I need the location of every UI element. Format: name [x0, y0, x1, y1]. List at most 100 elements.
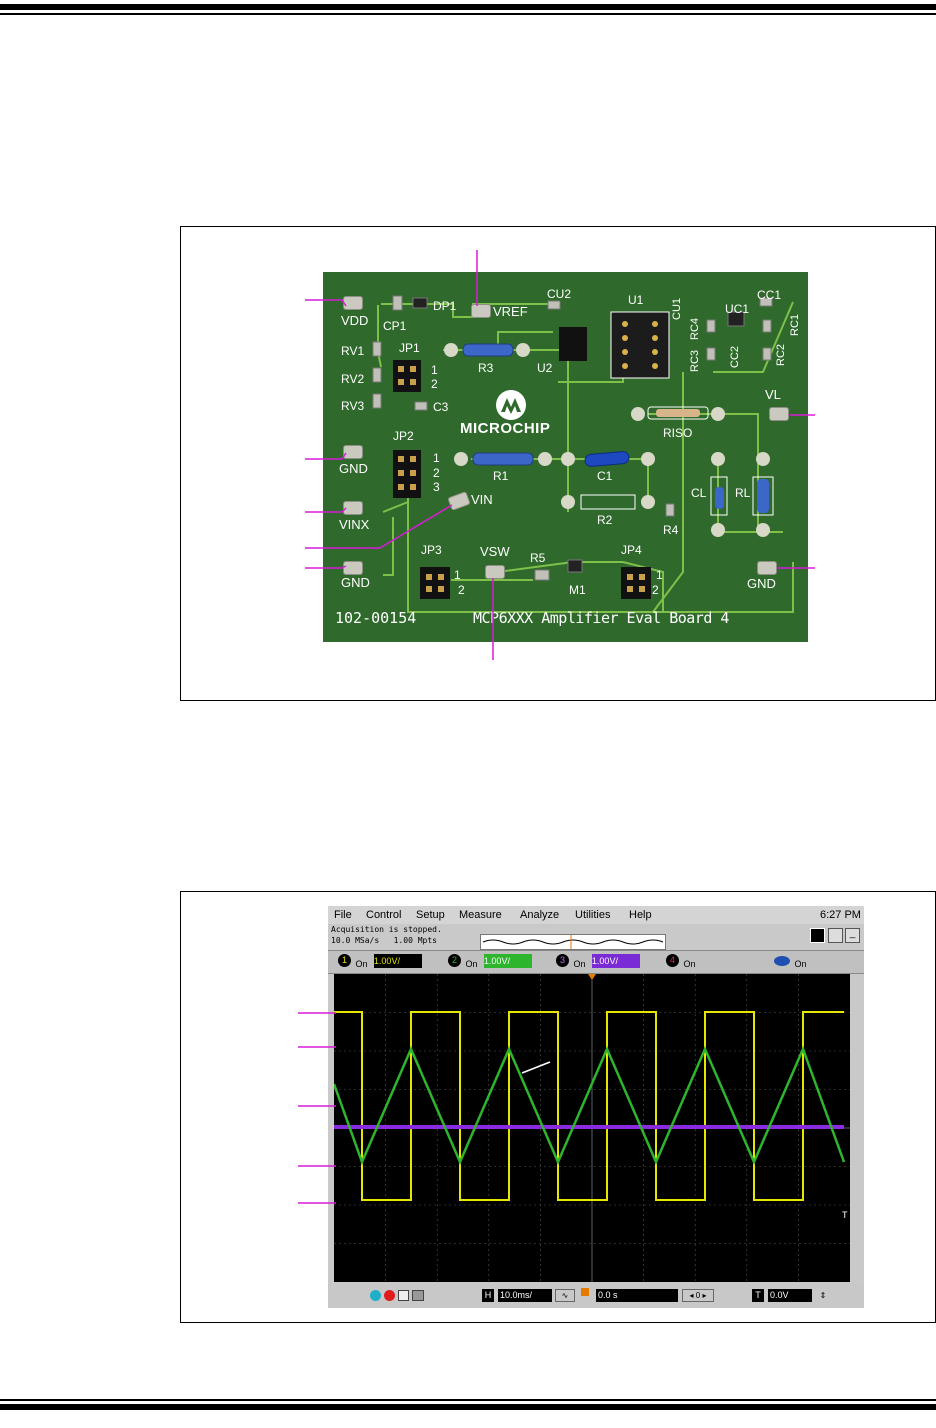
stop-icon[interactable] [384, 1290, 395, 1301]
silk-u1: U1 [628, 293, 644, 307]
silk-cp1: CP1 [383, 319, 407, 333]
run-indicator-icon[interactable] [810, 928, 825, 943]
vl-pad [769, 407, 789, 421]
channel-3-on: On [573, 959, 586, 969]
channel-1-badge: 1 [338, 954, 351, 967]
silk-jp2-3: 3 [433, 480, 440, 494]
silk-vl: VL [765, 387, 781, 402]
menu-analyze[interactable]: Analyze [520, 909, 560, 921]
channel-1-control[interactable]: 1 On 1.00V/ [338, 954, 422, 972]
math-control[interactable]: On [774, 954, 806, 972]
silk-jp1-1: 1 [431, 363, 438, 377]
silk-jp2: JP2 [393, 429, 414, 443]
menu-utilities[interactable]: Utilities [575, 909, 611, 921]
channel-2-scale[interactable]: 1.00V/ [483, 954, 532, 968]
silk-u2: U2 [537, 361, 553, 375]
eye-icon [774, 956, 790, 966]
silk-r3: R3 [478, 361, 494, 375]
channel-4-on: On [683, 959, 696, 969]
silk-part-number: 102-00154 [335, 609, 417, 627]
channel-bar: 1 On 1.00V/ 2 On 1.00V/ 3 On 1.00V/ 4 On… [328, 950, 864, 974]
silk-cu2: CU2 [547, 287, 572, 301]
channel-2-control[interactable]: 2 On 1.00V/ [448, 954, 532, 972]
silk-vin: VIN [471, 492, 493, 507]
scope-menu-bar: File Control Setup Measure Analyze Utili… [328, 906, 864, 924]
channel-1-scale[interactable]: 1.00V/ [373, 954, 422, 968]
trigger-icon: T [752, 1289, 764, 1302]
channel-1-square-wave [334, 1011, 844, 1201]
menu-setup[interactable]: Setup [416, 909, 445, 921]
silk-c3: C3 [433, 400, 449, 414]
channel-3-scale[interactable]: 1.00V/ [591, 954, 640, 968]
delay-field[interactable]: 0.0 s [596, 1289, 678, 1302]
silk-c1: C1 [597, 469, 613, 483]
silk-jp4-1: 1 [656, 568, 663, 582]
silk-rl: RL [735, 486, 751, 500]
channel-4-control[interactable]: 4 On [666, 954, 695, 972]
delay-arrows[interactable]: ◂ 0 ▸ [682, 1289, 714, 1302]
bottom-rule-thin [0, 1399, 936, 1401]
menu-help[interactable]: Help [629, 909, 652, 921]
trigger-level-marker: T [842, 1210, 848, 1220]
silk-rv3: RV3 [341, 399, 365, 413]
math-on: On [794, 959, 807, 969]
silk-jp3: JP3 [421, 543, 442, 557]
timebase-field[interactable]: 10.0ms/ [498, 1289, 552, 1302]
silk-m1: M1 [569, 583, 586, 597]
silk-riso: RISO [663, 426, 693, 440]
silk-jp1: JP1 [399, 341, 420, 355]
silk-dp1: DP1 [433, 299, 457, 313]
clear-display-icon[interactable] [370, 1290, 381, 1301]
silk-board-name: MCP6XXX Amplifier Eval Board 4 [473, 609, 729, 627]
silk-jp3-2: 2 [458, 583, 465, 597]
status-line-2: 10.0 MSa/s 1.00 Mpts [331, 936, 437, 945]
gnd-br-pad [757, 561, 777, 575]
silk-vsw: VSW [480, 544, 510, 559]
waveform-screen: T [334, 974, 850, 1282]
minimize-icon[interactable]: _ [845, 928, 860, 943]
trigger-level-field[interactable]: 0.0V [768, 1289, 812, 1302]
silk-jp4: JP4 [621, 543, 642, 557]
print-icon[interactable] [412, 1290, 424, 1301]
silk-r5: R5 [530, 551, 546, 565]
waveform-overview [480, 934, 666, 950]
bottom-toolbar: H 10.0ms/ ∿ 0.0 s ◂ 0 ▸ T 0.0V ⇕ [328, 1284, 864, 1308]
silk-logo: MICROCHIP [460, 420, 551, 437]
annotation-pointer [521, 1061, 551, 1074]
silk-cc1: CC1 [757, 288, 782, 302]
eval-board-photo: VDD CP1 DP1 VREF CU2 U1 CC1 UC1 CU1 RC4 … [323, 272, 808, 642]
channel-4-badge: 4 [666, 954, 679, 967]
trigger-marker-top [588, 974, 596, 980]
board-traces [372, 295, 794, 613]
channel-3-control[interactable]: 3 On 1.00V/ [556, 954, 640, 972]
bottom-rule-thick [0, 1404, 936, 1410]
gnd-left-pad [343, 445, 363, 459]
silk-jp2-2: 2 [433, 466, 440, 480]
channel-2-on: On [465, 959, 478, 969]
silk-vdd: VDD [341, 313, 369, 328]
channel-2-triangle-wave [334, 1045, 846, 1166]
menu-measure[interactable]: Measure [459, 909, 502, 921]
trigger-spin-icon[interactable]: ⇕ [819, 1291, 827, 1300]
vsw-pad [485, 565, 505, 579]
save-icon[interactable] [398, 1290, 409, 1301]
silk-gnd-bl: GND [341, 575, 370, 590]
oscilloscope-screenshot: File Control Setup Measure Analyze Utili… [328, 906, 864, 1308]
window-icon[interactable] [828, 928, 843, 943]
horizontal-icon: H [482, 1289, 494, 1302]
silk-cl: CL [691, 486, 707, 500]
silk-gnd-br: GND [747, 576, 776, 591]
silk-jp4-2: 2 [652, 583, 659, 597]
vref-pad [471, 304, 491, 318]
scope-clock: 6:27 PM [820, 909, 861, 921]
silk-rv2: RV2 [341, 372, 365, 386]
menu-control[interactable]: Control [366, 909, 402, 921]
silk-uc1: UC1 [725, 302, 750, 316]
silk-jp2-1: 1 [433, 451, 440, 465]
timebase-spin-icon[interactable]: ∿ [555, 1289, 575, 1302]
silk-rv1: RV1 [341, 344, 365, 358]
menu-file[interactable]: File [334, 909, 352, 921]
delay-marker-icon [581, 1288, 589, 1296]
channel-2-badge: 2 [448, 954, 461, 967]
silk-r2: R2 [597, 513, 613, 527]
